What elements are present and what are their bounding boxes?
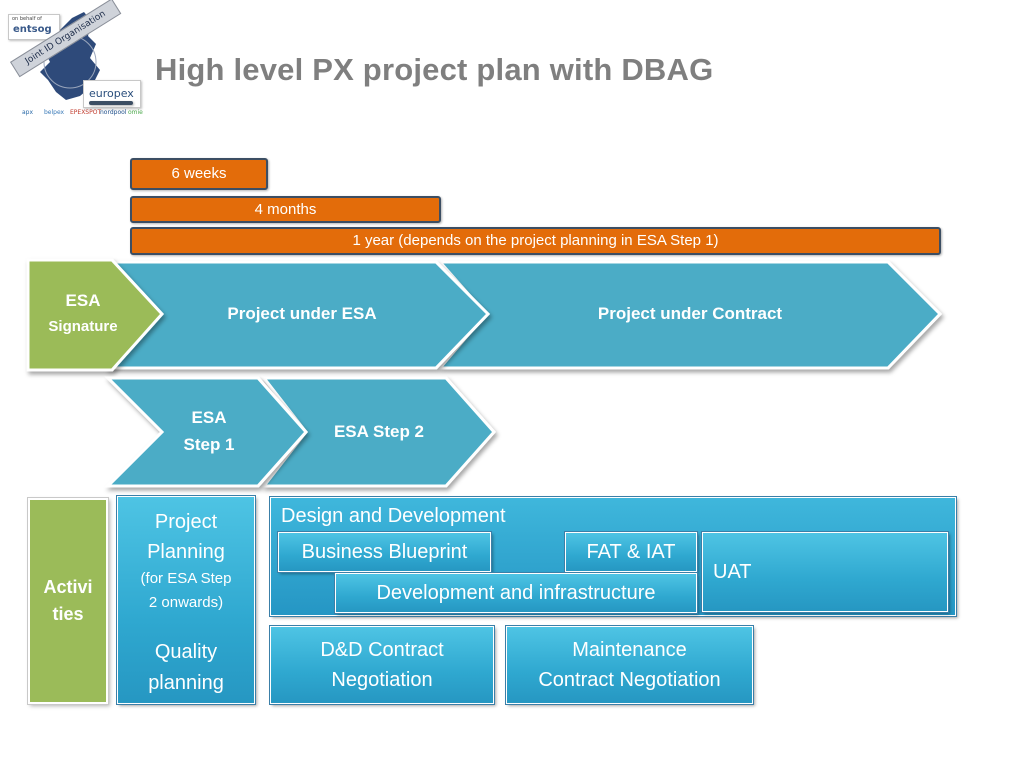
logo-cluster: on behalf of entsog Joint ID Organisatio… bbox=[0, 0, 160, 130]
dev-infrastructure-box: Development and infrastructure bbox=[334, 572, 698, 614]
project-under-esa-label: Project under ESA bbox=[227, 304, 377, 323]
quality-planning-text: Quality planning bbox=[148, 641, 224, 694]
business-blueprint-box: Business Blueprint bbox=[277, 531, 492, 573]
design-development-label: Design and Development bbox=[281, 505, 506, 527]
activities-label: Activi ties bbox=[27, 497, 109, 705]
page-title: High level PX project plan with DBAG bbox=[155, 52, 714, 87]
project-planning-line2: Planning bbox=[147, 541, 225, 563]
maintenance-contract-negotiation-box: Maintenance Contract Negotiation bbox=[505, 625, 754, 705]
project-under-contract-label: Project under Contract bbox=[597, 304, 783, 323]
nordpool-logo: nordpool bbox=[100, 109, 127, 116]
belpex-logo: belpex bbox=[44, 109, 65, 116]
epexspot-logo: EPEXSPOT bbox=[70, 109, 102, 116]
esa-step2-label: ESA Step 2 bbox=[333, 422, 425, 441]
omie-logo: omie bbox=[128, 109, 143, 116]
project-planning-line1: Project bbox=[154, 511, 218, 533]
fat-iat-box: FAT & IAT bbox=[564, 531, 698, 573]
duration-bar-6-weeks: 6 weeks bbox=[130, 158, 268, 190]
apx-logo: apx bbox=[22, 109, 34, 116]
project-planning-box: Project Planning (for ESA Step 2 onwards… bbox=[116, 495, 256, 705]
duration-bar-1-year: 1 year (depends on the project planning … bbox=[130, 227, 941, 255]
dd-contract-negotiation-box: D&D Contract Negotiation bbox=[269, 625, 495, 705]
esa-step1-label: ESA Step 1 bbox=[183, 408, 235, 454]
uat-box: UAT bbox=[701, 531, 949, 613]
duration-bar-4-months: 4 months bbox=[130, 196, 441, 223]
europex-logo: europex bbox=[83, 80, 141, 108]
esa-signature-label: ESA Signature bbox=[48, 291, 118, 335]
